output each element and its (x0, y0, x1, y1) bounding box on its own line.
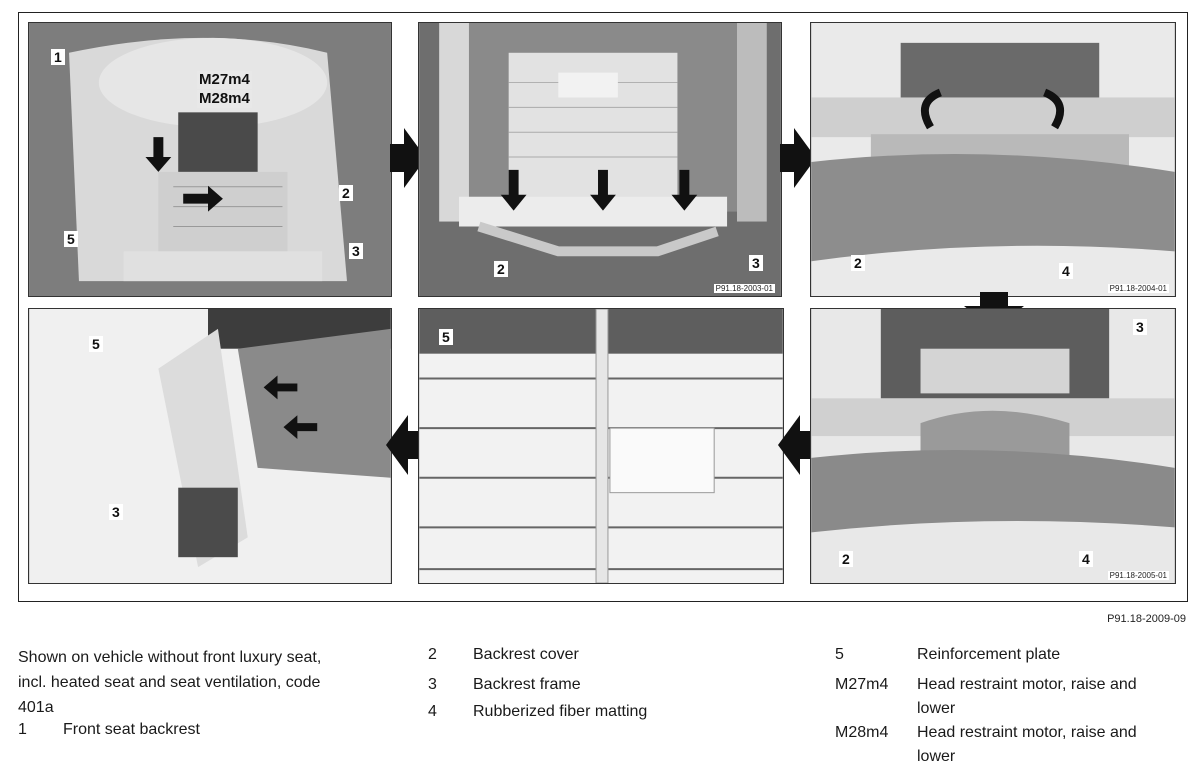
legend-item-1: 1 Front seat backrest (18, 718, 200, 742)
legend-item-m28m4: M28m4 Head restraint motor, raise and lo… (835, 721, 1172, 769)
legend-number: 1 (18, 721, 27, 738)
callout-m28m4: M28m4 (197, 90, 252, 108)
callout-2: 2 (339, 185, 353, 201)
callout-5: 5 (439, 329, 453, 345)
figure-code: P91.18-2009-09 (1107, 613, 1186, 625)
legend-text: Reinforcement plate (917, 646, 1061, 663)
legend-text: Backrest frame (473, 676, 581, 693)
photo-backrest-frame: 2 3 P91.18-2003-01 (418, 22, 782, 297)
callout-2: 2 (839, 551, 853, 567)
photo-matting-installed: 3 2 4 P91.18-2005-01 (810, 308, 1176, 584)
legend-item-4: 4 Rubberized fiber matting (428, 700, 647, 724)
legend-text: Head restraint motor, raise and lower (917, 676, 1137, 717)
callout-3: 3 (349, 243, 363, 259)
callout-2: 2 (494, 261, 508, 277)
photo-seat-backrest: 1 M27m4 M28m4 2 5 3 (28, 22, 392, 297)
legend-number: M28m4 (835, 724, 889, 741)
legend-number: 4 (428, 703, 437, 720)
callout-5: 5 (64, 231, 78, 247)
seat-backrest-illustration (29, 23, 391, 296)
plate-closeup-illustration (419, 309, 783, 583)
reinforcement-plate-illustration (29, 309, 391, 583)
photo-code: P91.18-2005-01 (1107, 571, 1169, 580)
callout-m27m4: M27m4 (197, 71, 252, 89)
callout-5: 5 (89, 336, 103, 352)
arrow-left-icon (778, 415, 814, 475)
legend-intro: Shown on vehicle without front luxury se… (18, 649, 322, 716)
legend-number: M27m4 (835, 676, 889, 693)
legend-text: Head restraint motor, raise and lower (917, 724, 1137, 765)
arrow-right-icon (780, 128, 816, 188)
legend-item-m27m4: M27m4 Head restraint motor, raise and lo… (835, 673, 1172, 721)
photo-fiber-matting: 2 4 P91.18-2004-01 (810, 22, 1176, 297)
callout-3: 3 (109, 504, 123, 520)
legend-text: Rubberized fiber matting (473, 703, 648, 720)
legend-item-3: 3 Backrest frame (428, 673, 581, 697)
legend-text: Backrest cover (473, 646, 579, 663)
legend-number: 3 (428, 676, 437, 693)
callout-4: 4 (1079, 551, 1093, 567)
legend-number: 5 (835, 646, 844, 663)
callout-4: 4 (1059, 263, 1073, 279)
legend-text: Front seat backrest (63, 721, 200, 738)
fiber-matting-illustration (811, 23, 1175, 296)
photo-plate-closeup: 5 (418, 308, 784, 584)
photo-reinforcement-plate: 5 3 (28, 308, 392, 584)
legend-item-2: 2 Backrest cover (428, 643, 579, 667)
backrest-frame-illustration (419, 23, 781, 296)
arrow-left-icon (386, 415, 422, 475)
arrow-right-icon (390, 128, 426, 188)
callout-3: 3 (749, 255, 763, 271)
matting-installed-illustration (811, 309, 1175, 583)
callout-1: 1 (51, 49, 65, 65)
callout-2: 2 (851, 255, 865, 271)
legend-item-5: 5 Reinforcement plate (835, 643, 1060, 667)
callout-3: 3 (1133, 319, 1147, 335)
legend-number: 2 (428, 646, 437, 663)
photo-code: P91.18-2003-01 (713, 284, 775, 293)
photo-code: P91.18-2004-01 (1107, 284, 1169, 293)
